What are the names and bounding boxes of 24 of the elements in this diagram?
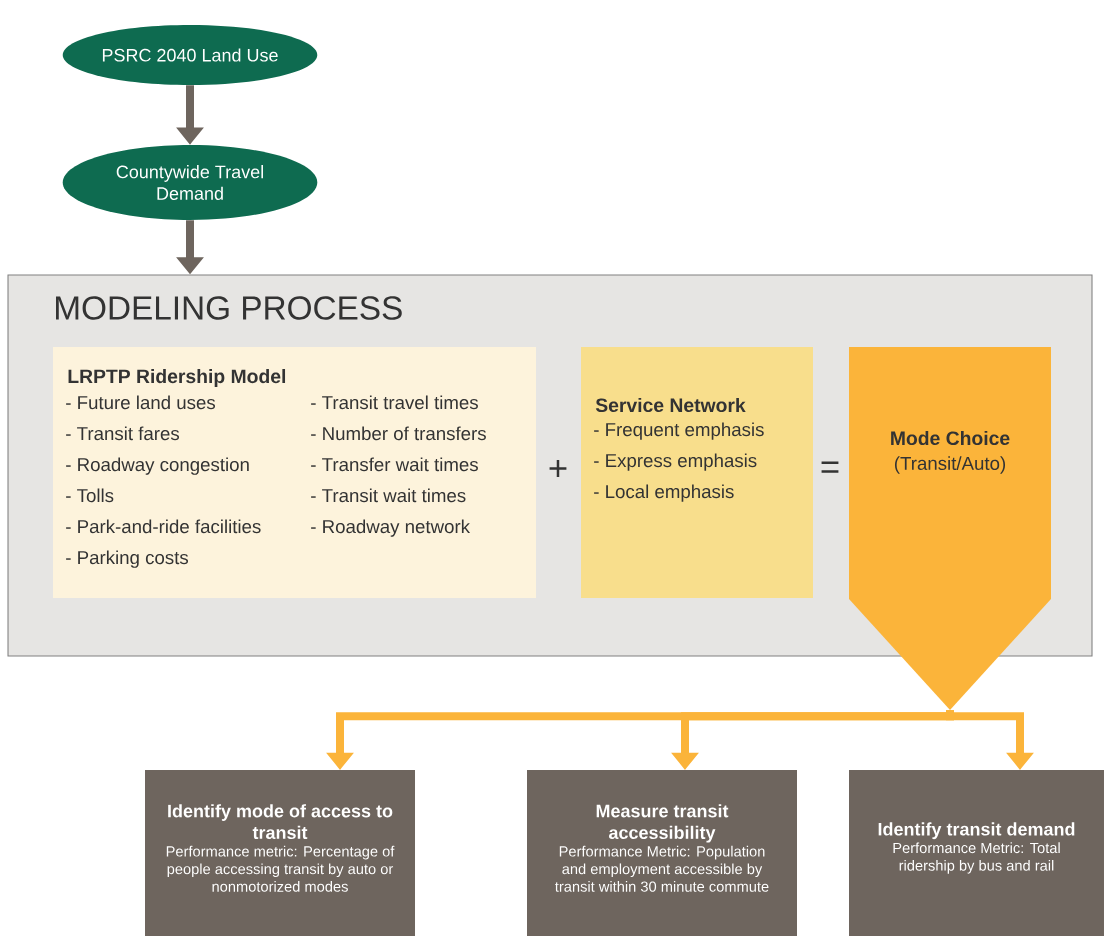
panel-title: MODELING PROCESS (56, 296, 402, 320)
list-item: - Number of transfers (311, 426, 486, 441)
operator-symbol: + (549, 460, 567, 477)
list-item: - Roadway network (311, 519, 471, 537)
list-item: - Express emphasis (594, 453, 757, 471)
list-item: - Local emphasis (594, 484, 734, 502)
list-item: - Future land uses (66, 395, 215, 410)
result-box: Identify mode of access to transit Performance metric: Percentage of people accessing transit by auto or nonmotorized modes (145, 770, 415, 936)
list-item: - Park-and-ride facilities (66, 519, 261, 534)
list-item: - Frequent emphasis (594, 422, 764, 440)
list-item: - Transit fares (66, 426, 179, 441)
list-item: - Transit wait times (311, 488, 466, 503)
list-item: - Transfer wait times (311, 457, 478, 472)
box-heading: Mode Choice (891, 430, 1010, 446)
list-item: - Transit travel times (311, 395, 478, 410)
list-item: - Parking costs (66, 550, 188, 568)
box-subtitle: (Transit/Auto) (894, 456, 1006, 474)
list-item: - Roadway congestion (66, 457, 249, 475)
result-box: Measure transit accessibility Performance Metric: Population and employment accessible by transit within 30 minute commute (527, 770, 797, 936)
box-heading: Service Network (595, 397, 746, 413)
box-heading: LRPTP Ridership Model (68, 369, 286, 387)
operator-symbol: = (821, 461, 839, 473)
result-box: Identify transit demand Performance Metric: Total ridership by bus and rail (849, 770, 1104, 936)
list-item: - Tolls (66, 488, 114, 503)
